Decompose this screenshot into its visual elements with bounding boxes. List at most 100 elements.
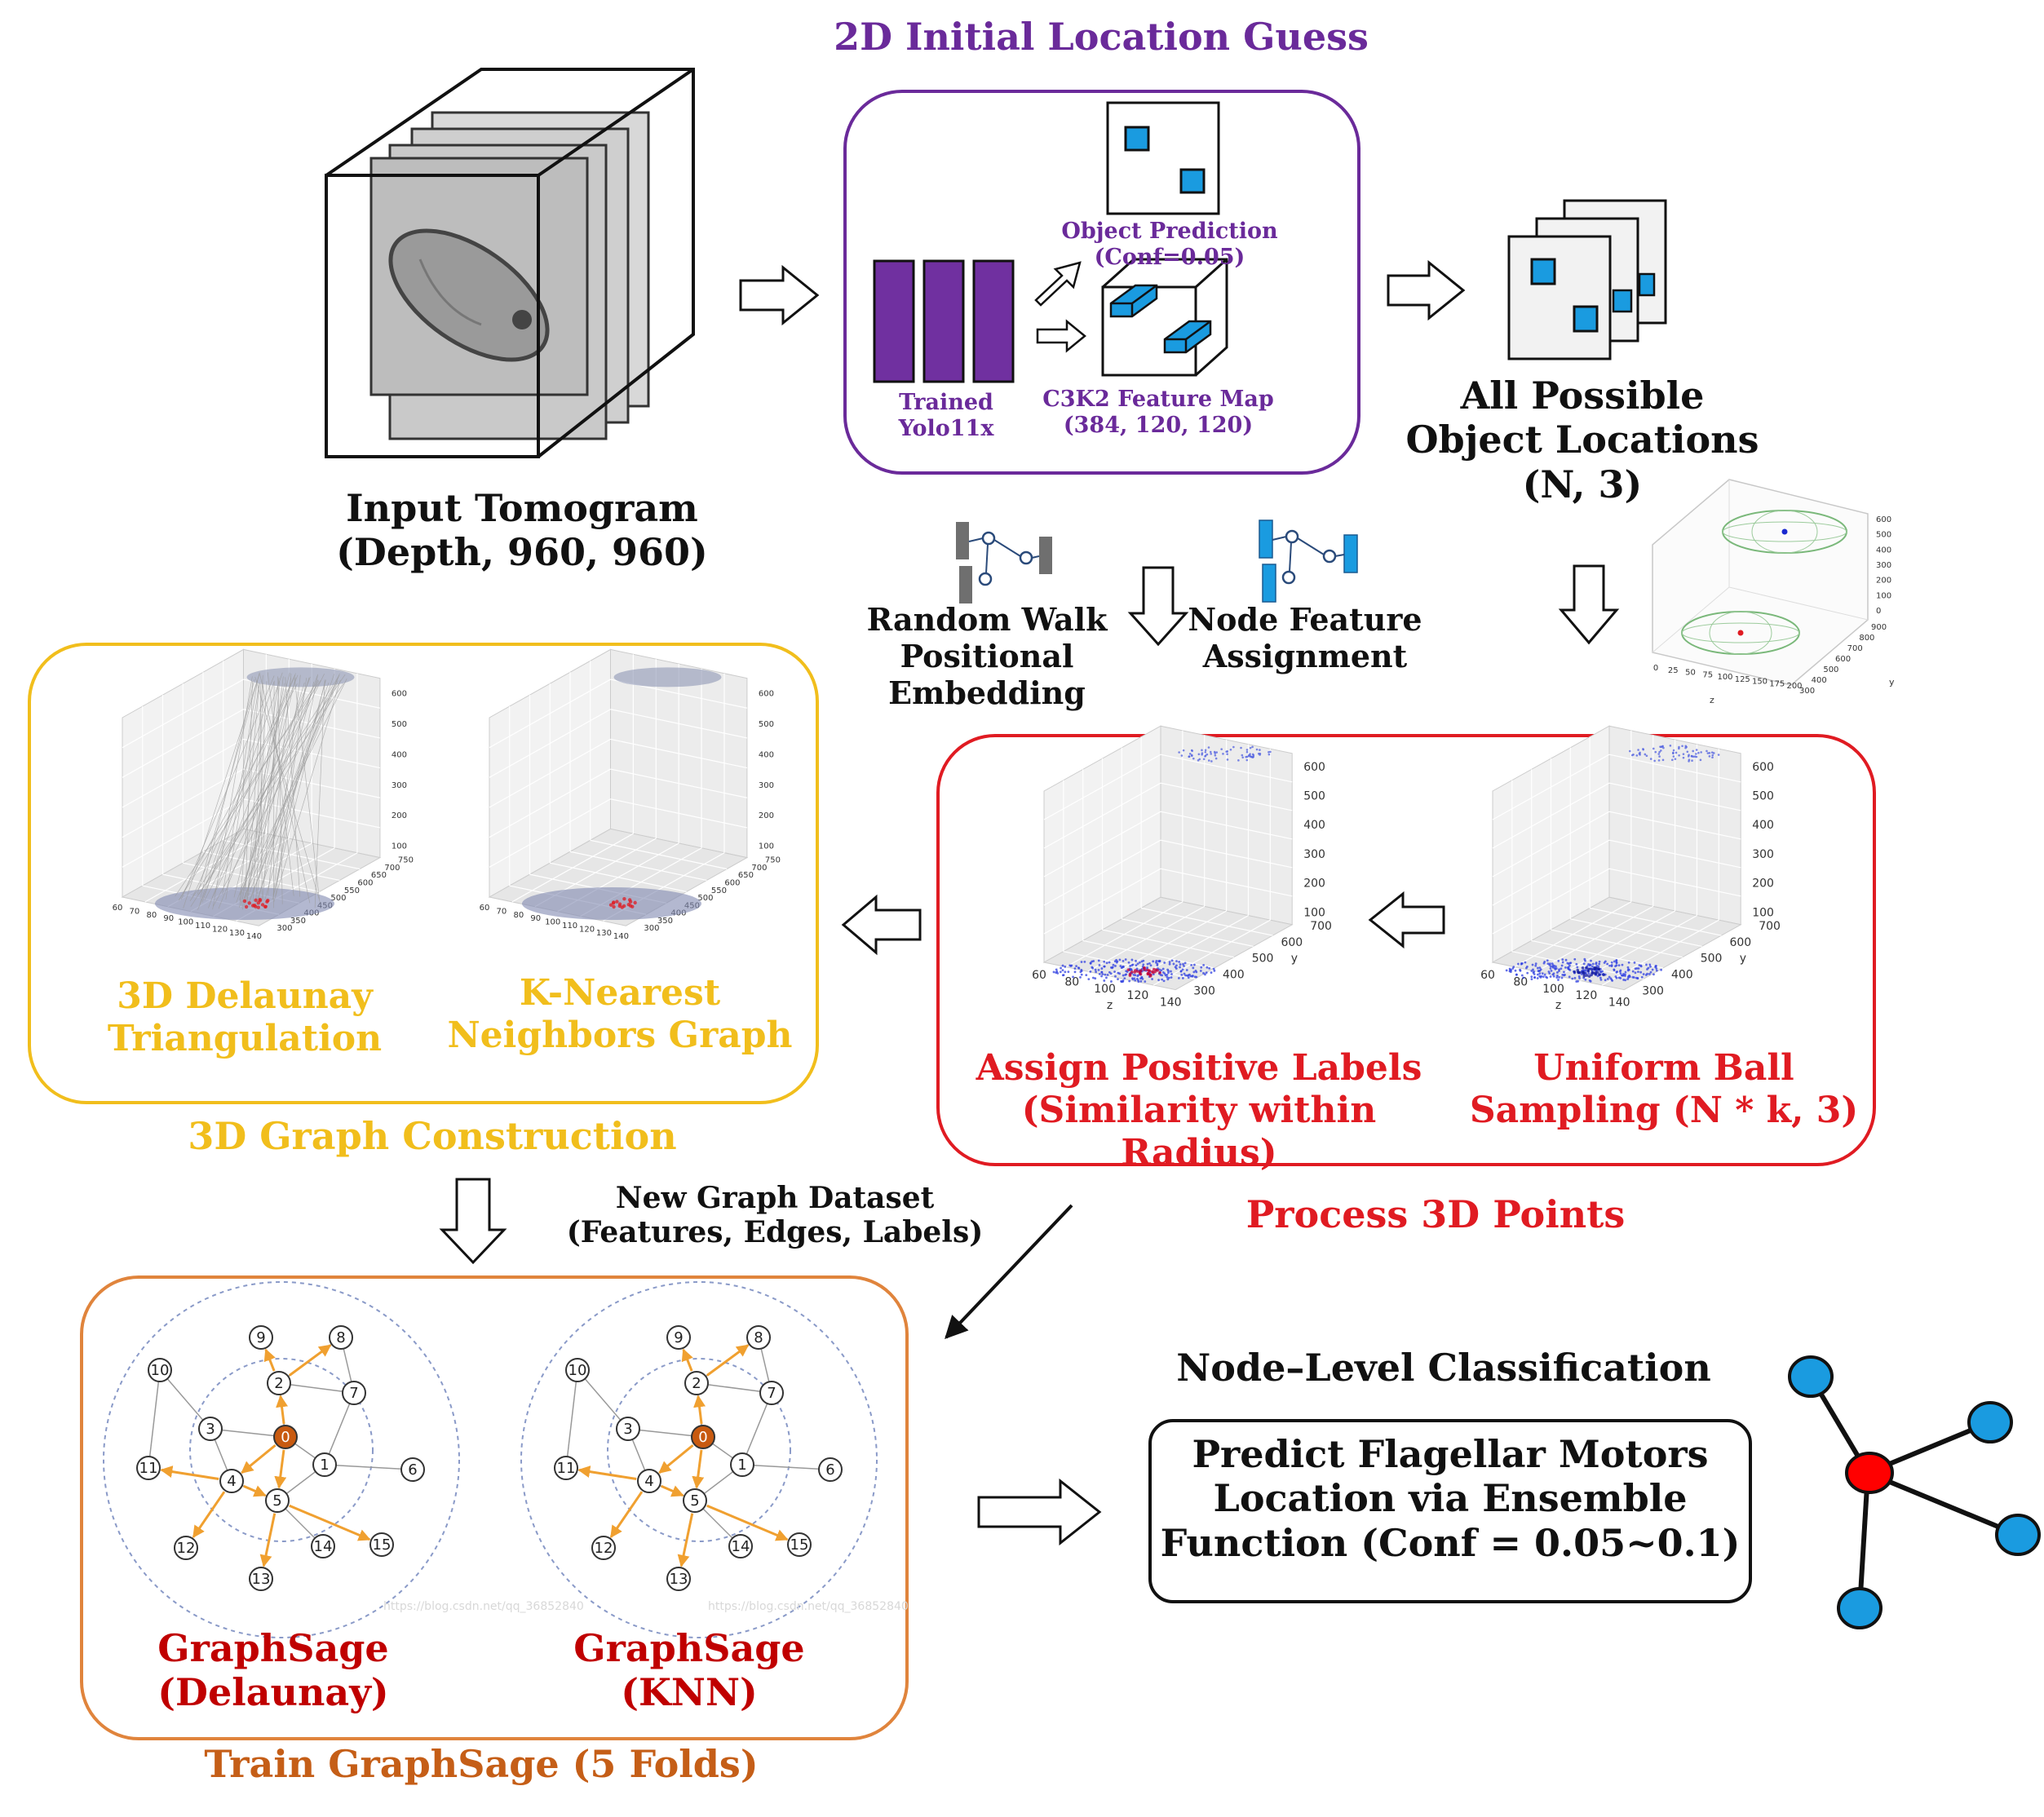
input-tomogram-cube (325, 68, 695, 458)
graph-node (684, 1371, 709, 1395)
point (1268, 753, 1271, 756)
edge (262, 681, 280, 901)
ellipsoid-x-tick: 50 (1685, 669, 1696, 678)
point (1091, 966, 1094, 969)
graph-node (565, 1358, 590, 1382)
point (1633, 976, 1635, 979)
x-tick: 90 (163, 914, 174, 923)
point (1222, 753, 1224, 755)
point (1213, 750, 1216, 754)
point (1555, 965, 1557, 968)
point (1633, 961, 1636, 964)
feature-map-cube (1101, 258, 1228, 377)
y-tick: 400 (1671, 969, 1693, 982)
point (1067, 970, 1070, 974)
graph-node (249, 1567, 273, 1591)
point (1645, 963, 1648, 966)
point (1578, 977, 1581, 979)
point (1682, 753, 1685, 755)
point (1183, 972, 1186, 975)
point (1560, 976, 1564, 979)
point (1538, 966, 1542, 969)
graph-node (787, 1532, 812, 1557)
graph-edge (741, 1464, 831, 1470)
random-walk-icon (956, 522, 1052, 603)
x-tick: 100 (545, 918, 560, 927)
point (1511, 967, 1515, 970)
z-tick: 300 (1752, 848, 1774, 861)
edge (259, 683, 263, 901)
point (1619, 972, 1622, 975)
graph-node-label: 11 (139, 1460, 158, 1477)
point (1560, 964, 1564, 967)
point (1097, 959, 1100, 962)
point (1209, 750, 1212, 754)
edge (175, 679, 321, 897)
point (1210, 753, 1213, 755)
point (1106, 973, 1109, 976)
ellipsoid-z-tick: 100 (1876, 591, 1891, 600)
point (252, 903, 257, 908)
graph-node (312, 1452, 337, 1477)
point (1091, 976, 1095, 979)
edge (218, 676, 311, 909)
point (1576, 966, 1579, 969)
point (1678, 754, 1680, 757)
arrow-right-small (1036, 319, 1086, 353)
point (1166, 975, 1169, 979)
point (1509, 970, 1512, 974)
point (1192, 975, 1194, 977)
point (1073, 970, 1077, 974)
y-tick: 350 (290, 917, 306, 926)
point (1146, 968, 1149, 972)
point (1200, 966, 1203, 969)
point (1542, 962, 1546, 965)
point (1167, 971, 1170, 975)
z-tick: 400 (392, 750, 407, 759)
point (1645, 754, 1648, 758)
point (1549, 975, 1552, 978)
point (1061, 964, 1064, 967)
point (1159, 974, 1162, 976)
ellipsoid-xlabel: z (1710, 695, 1714, 705)
graph-node-label: 7 (349, 1385, 358, 1402)
z-tick: 100 (1752, 906, 1774, 919)
point (1192, 966, 1195, 970)
point (1139, 977, 1142, 980)
point (1658, 755, 1661, 758)
y-tick: 500 (1701, 953, 1723, 966)
point (1614, 975, 1617, 978)
point (1639, 970, 1643, 974)
point (1197, 753, 1201, 756)
x-tick: 100 (178, 918, 193, 927)
point (1052, 970, 1055, 974)
ellipsoid-x-tick: 150 (1752, 678, 1767, 687)
graph-node (616, 1417, 640, 1441)
point (1193, 963, 1196, 966)
point (1097, 968, 1100, 971)
point (1073, 967, 1077, 970)
point (1072, 975, 1074, 979)
point (1672, 749, 1675, 752)
graph-node-label: 1 (737, 1457, 746, 1474)
point (1251, 753, 1254, 756)
point (1080, 970, 1083, 973)
ellipsoid-y-tick: 600 (1835, 655, 1851, 664)
point (1563, 970, 1565, 974)
point (1573, 970, 1577, 974)
ellipsoid-z-tick: 200 (1876, 577, 1891, 586)
point (1517, 962, 1520, 966)
point (1593, 966, 1596, 970)
point (1098, 964, 1101, 966)
point (1573, 976, 1577, 979)
watermark-right: https://blog.csdn.net/qq_36852840 (708, 1600, 909, 1613)
point (1569, 962, 1573, 965)
point (1206, 966, 1209, 969)
graph-edge (577, 1369, 629, 1430)
edge (201, 672, 283, 903)
outer-hop-ring (520, 1281, 878, 1638)
aggregation-edge (241, 1443, 277, 1474)
point (1163, 972, 1166, 975)
point (1135, 959, 1137, 962)
point (1584, 959, 1586, 962)
